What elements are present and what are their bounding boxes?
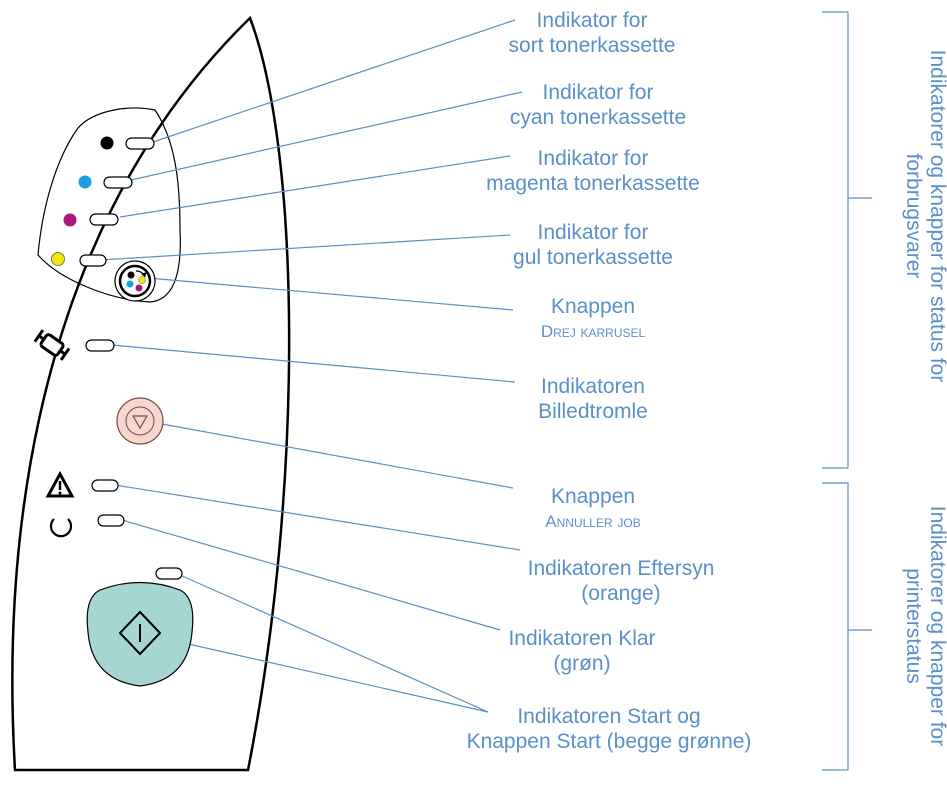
- cancel-job-button[interactable]: [116, 397, 164, 445]
- label-line: Indikator for: [536, 9, 648, 32]
- label-line: Indikatoren Klar: [508, 627, 656, 650]
- go-diamond-icon: [118, 610, 162, 656]
- group-label-line: Indikatorer og knapper for status for: [926, 49, 947, 383]
- diagram-graphics: [11, 11, 872, 772]
- group-supplies-label: Indikatorer og knapper for status for fo…: [901, 0, 947, 436]
- drum-light: [85, 339, 115, 352]
- warning-triangle-icon: [45, 470, 75, 498]
- go-light: [155, 567, 183, 580]
- label-line: Indikator for: [537, 147, 649, 170]
- label-line: sort tonerkassette: [508, 34, 676, 57]
- label-attention: Indikatoren Eftersyn (orange): [528, 556, 715, 606]
- label-go: Indikatoren Start og Knappen Start (begg…: [467, 704, 752, 754]
- label-cancel-job: Knappen Annuller job: [545, 484, 640, 534]
- yellow-toner-light: [79, 254, 107, 267]
- label-line: gul tonerkassette: [513, 246, 673, 269]
- label-magenta-toner: Indikator for magenta tonerkassette: [486, 146, 700, 196]
- control-panel-diagram: Indikator for sort tonerkassette Indikat…: [11, 0, 947, 772]
- ready-light: [97, 514, 125, 527]
- label-line: Indikator for: [537, 221, 649, 244]
- magenta-toner-dot: [63, 213, 77, 227]
- label-yellow-toner: Indikator for gul tonerkassette: [513, 220, 673, 270]
- cyan-toner-light: [103, 176, 133, 189]
- drum-icon: [33, 329, 71, 361]
- label-line: (grøn): [553, 652, 611, 675]
- label-black-toner: Indikator for sort tonerkassette: [509, 8, 676, 58]
- cyan-toner-dot: [78, 175, 92, 189]
- group-label-line: printerstatus: [902, 568, 925, 684]
- carousel-rotate-icon[interactable]: [114, 260, 156, 302]
- label-line: Billedtromle: [538, 400, 648, 423]
- group-printer-label: Indikatorer og knapper for printerstatus: [901, 446, 947, 806]
- label-image-drum: Indikatoren Billedtromle: [538, 374, 648, 424]
- attention-light: [91, 479, 119, 492]
- label-line: Indikator for: [542, 81, 654, 104]
- label-line: Drej karrusel: [540, 322, 646, 341]
- cancel-triangle-icon: [131, 415, 149, 430]
- magenta-toner-light: [89, 213, 119, 226]
- brackets: [822, 11, 872, 771]
- label-line: Knappen Start (begge grønne): [466, 730, 752, 753]
- yellow-toner-dot: [51, 252, 65, 266]
- black-toner-dot: [100, 136, 114, 150]
- ready-circle-icon: [49, 518, 73, 538]
- label-line: Indikatoren Eftersyn: [527, 557, 715, 580]
- label-line: magenta tonerkassette: [486, 172, 700, 195]
- label-line: cyan tonerkassette: [509, 106, 687, 129]
- label-line: Annuller job: [545, 512, 641, 531]
- group-label-line: Indikatorer og knapper for: [926, 505, 947, 747]
- leader-lines: [99, 19, 523, 713]
- label-rotate-carousel: Knappen Drej karrusel: [541, 294, 645, 344]
- supplies-subpanel: [37, 107, 181, 303]
- group-label-line: forbrugsvarer: [902, 153, 925, 279]
- label-line: (orange): [581, 582, 661, 605]
- label-line: Indikatoren: [541, 375, 645, 398]
- label-cyan-toner: Indikator for cyan tonerkassette: [510, 80, 686, 130]
- label-line: Knappen: [550, 485, 636, 508]
- black-toner-light: [125, 137, 155, 150]
- label-line: Indikatoren Start og: [517, 705, 701, 728]
- label-line: Knappen: [550, 295, 636, 318]
- go-button[interactable]: [86, 581, 194, 687]
- label-ready: Indikatoren Klar (grøn): [508, 626, 655, 676]
